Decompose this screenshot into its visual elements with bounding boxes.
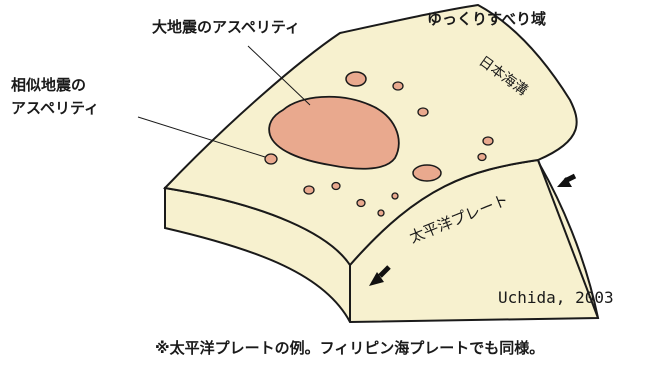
leader-line-similar-asperity bbox=[137, 116, 266, 158]
small-asperity bbox=[482, 136, 494, 146]
small-asperity bbox=[377, 209, 385, 217]
small-asperity bbox=[345, 71, 367, 87]
small-asperity bbox=[356, 198, 366, 208]
small-asperity bbox=[264, 153, 278, 165]
small-asperity bbox=[412, 164, 442, 182]
small-asperity bbox=[477, 152, 487, 162]
small-asperity bbox=[392, 81, 404, 91]
slow-slip-zone-label: ゆっくりすべり域 bbox=[427, 10, 546, 28]
similar-asperity-label-line2: アスペリティ bbox=[11, 99, 99, 117]
footnote: ※太平洋プレートの例。フィリピン海プレートでも同様。 bbox=[155, 339, 544, 357]
small-asperity bbox=[303, 185, 315, 195]
small-asperity bbox=[331, 181, 341, 191]
leader-line-large-asperity bbox=[247, 45, 311, 106]
small-asperity bbox=[417, 107, 429, 117]
slab-edge-right bbox=[537, 159, 599, 319]
arrow-left-icon bbox=[369, 265, 391, 286]
similar-asperity-label-line1: 相似地震の bbox=[11, 76, 86, 94]
arrow-left-icon bbox=[557, 173, 577, 187]
citation-label: Uchida, 2003 bbox=[498, 288, 614, 307]
small-asperity bbox=[391, 192, 399, 200]
large-asperity-label: 大地震のアスペリティ bbox=[152, 18, 300, 36]
large-earthquake-asperity bbox=[268, 95, 400, 170]
